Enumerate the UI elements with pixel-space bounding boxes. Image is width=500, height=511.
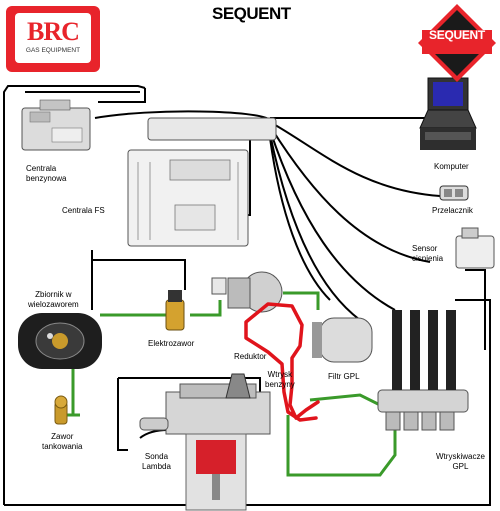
label-filling-valve-line2: tankowania xyxy=(42,442,83,451)
label-petrol-injector-line2: benzyny xyxy=(265,380,295,389)
brc-logo: BRC GAS EQUIPMENT xyxy=(6,6,100,72)
label-laptop: Komputer xyxy=(434,162,469,171)
label-filling-valve: Zawor tankowania xyxy=(42,432,82,452)
label-tank-line1: Zbiornik w xyxy=(35,290,72,299)
electrovalve xyxy=(165,290,185,331)
label-tank-line2: wielozaworem xyxy=(28,300,79,309)
red-annotation-loop xyxy=(244,302,320,422)
gas-filter xyxy=(312,317,373,363)
label-gas-filter: Filtr GPL xyxy=(328,372,360,381)
brc-logo-subtext: GAS EQUIPMENT xyxy=(25,47,81,54)
label-lambda-line2: Lambda xyxy=(142,462,171,471)
filling-valve xyxy=(54,395,68,425)
pressure-sensor xyxy=(455,227,495,269)
label-petrol-injector: Wtrysk benzyny xyxy=(265,370,295,390)
label-lambda: Sonda Lambda xyxy=(142,452,171,472)
sequent-logo-text: SEQUENT xyxy=(429,28,485,42)
label-pressure-sensor-line1: Sensor xyxy=(412,244,438,253)
tank xyxy=(18,313,102,369)
label-tank: Zbiornik w wielozaworem xyxy=(28,290,79,310)
petrol-ecu xyxy=(21,99,91,151)
reducer xyxy=(211,271,283,313)
label-reducer: Reduktor xyxy=(234,352,267,361)
label-lambda-line1: Sonda xyxy=(144,452,169,461)
label-filling-valve-line1: Zawor xyxy=(51,432,74,441)
brc-logo-text: BRC xyxy=(27,17,80,46)
label-gas-injectors-line2: GPL xyxy=(452,462,469,471)
label-pressure-sensor-line2: cisnienia xyxy=(412,254,444,263)
gas-ecu-fs xyxy=(127,117,277,247)
label-petrol-ecu: Centrala benzynowa xyxy=(26,164,66,184)
page-title: SEQUENT xyxy=(212,4,291,23)
engine xyxy=(139,373,271,511)
label-petrol-ecu-line1: Centrala xyxy=(26,164,57,173)
label-pressure-sensor: Sensor cisnienia xyxy=(412,244,443,264)
label-electrovalve: Elektrozawor xyxy=(148,339,195,348)
label-switch: Przelacznik xyxy=(432,206,473,215)
label-petrol-ecu-line2: benzynowa xyxy=(26,174,67,183)
label-petrol-injector-line1: Wtrysk xyxy=(267,370,293,379)
label-gas-ecu: Centrala FS xyxy=(62,206,105,215)
label-gas-injectors: Wtryskiwacze GPL xyxy=(436,452,485,472)
switch xyxy=(439,185,469,201)
laptop xyxy=(419,77,477,150)
gas-injectors xyxy=(377,310,469,431)
label-gas-injectors-line1: Wtryskiwacze xyxy=(436,452,485,461)
sequent-logo-graphic xyxy=(418,4,496,82)
